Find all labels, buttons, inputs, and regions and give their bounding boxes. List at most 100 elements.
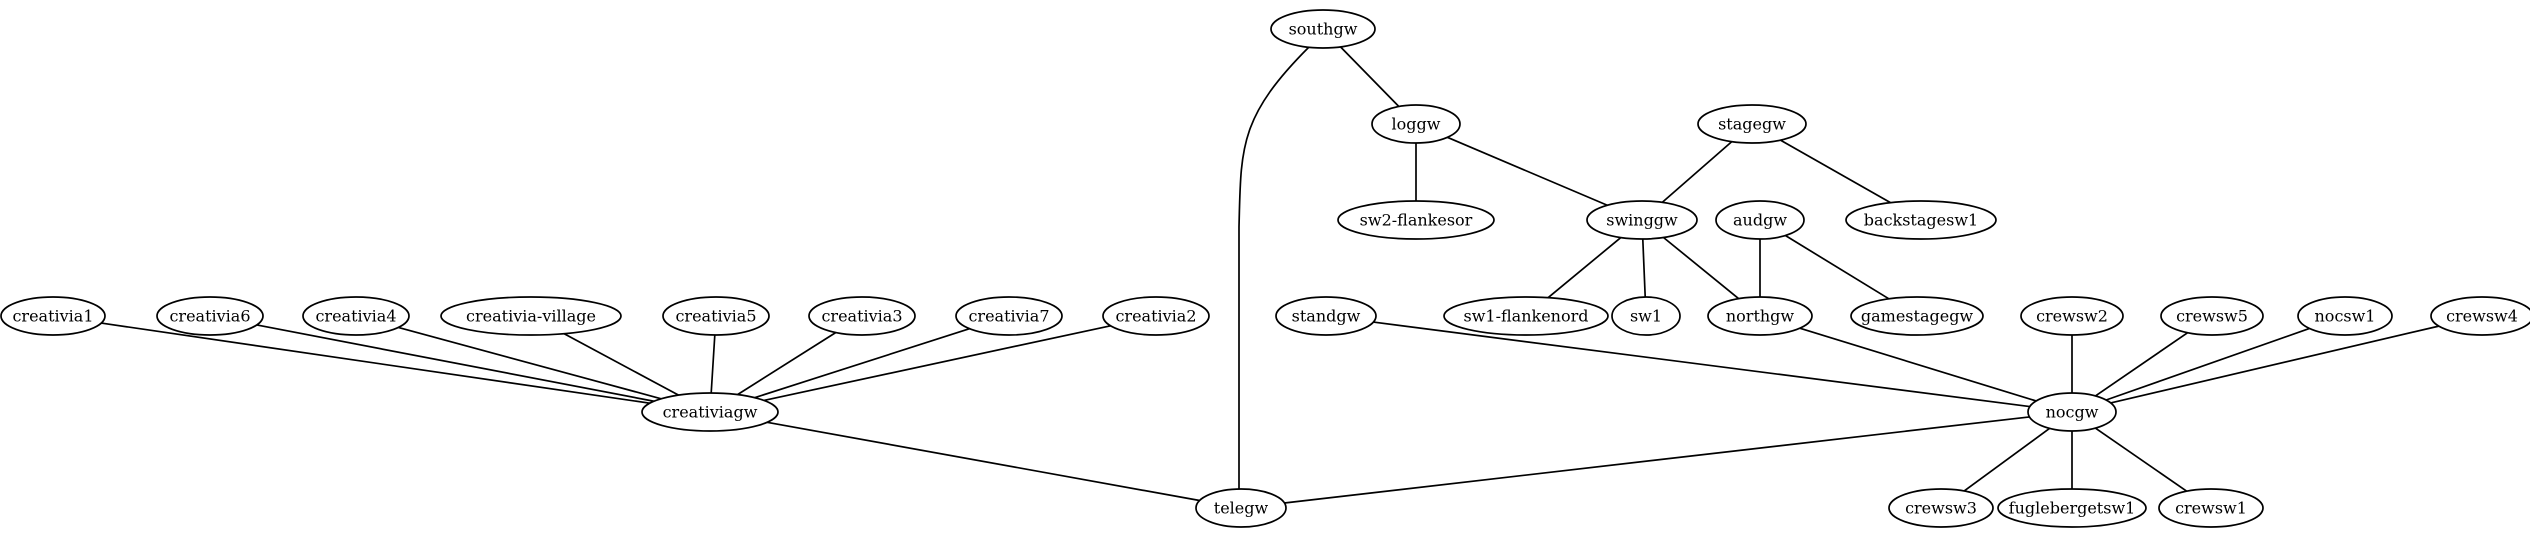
node-label: crewsw3 (1905, 499, 1977, 518)
node-ellipse (2297, 296, 2393, 336)
edge-loggw-swinggw (1447, 136, 1608, 207)
edge-swinggw-sw1 (1641, 238, 1647, 298)
node-swinggw: swinggw (1586, 200, 1698, 240)
node-label: crewsw5 (2176, 307, 2248, 326)
node-ellipse (2430, 296, 2530, 336)
node-ellipse (1697, 104, 1807, 144)
node-label: fuglebergetsw1 (2009, 499, 2136, 518)
node-creativia2: creativia2 (1102, 296, 1210, 336)
edge-nocsw1-nocgw (2105, 327, 2310, 401)
node-label: creativia-village (466, 307, 596, 326)
node-ellipse (641, 392, 779, 432)
node-layer: southgw loggw stagegw sw2-flankesor swinggw a… (0, 9, 2530, 528)
node-creativia4: creativia4 (302, 296, 410, 336)
edge-nocgw-crewsw3 (1963, 427, 2051, 492)
edge-nocgw-crewsw1 (2094, 427, 2188, 492)
node-audgw: audgw (1715, 200, 1805, 240)
node-crewsw1: crewsw1 (2158, 488, 2264, 528)
node-creativia1: creativia1 (0, 296, 106, 336)
node-label: creativia2 (1115, 307, 1196, 326)
node-crewsw3: crewsw3 (1888, 488, 1994, 528)
node-ellipse (1845, 200, 1997, 240)
node-standgw: standgw (1275, 296, 1377, 336)
node-ellipse (2160, 296, 2264, 336)
node-ellipse (808, 296, 916, 336)
node-crewsw5: crewsw5 (2160, 296, 2264, 336)
edge-swinggw-sw1-flankenord (1547, 236, 1622, 299)
node-label: northgw (1726, 307, 1795, 326)
node-northgw: northgw (1707, 296, 1813, 336)
edge-creativia5-creativiagw (710, 334, 716, 394)
node-ellipse (1611, 296, 1681, 336)
node-fuglebergetsw1: fuglebergetsw1 (1997, 488, 2147, 528)
node-ellipse (1997, 488, 2147, 528)
edge-creativia-village-creativiagw (563, 332, 679, 396)
node-label: creativiagw (663, 403, 758, 422)
node-telegw: telegw (1195, 488, 1287, 528)
node-ellipse (1715, 200, 1805, 240)
node-label: creativia1 (12, 307, 93, 326)
edge-nocgw-telegw (1284, 416, 2030, 504)
node-label: stagegw (1718, 115, 1786, 134)
edge-southgw-telegw (1238, 46, 1310, 489)
node-nocgw: nocgw (2027, 392, 2117, 432)
node-ellipse (1270, 9, 1376, 49)
edge-audgw-gamestagegw (1784, 234, 1890, 300)
node-ellipse (1337, 200, 1495, 240)
edge-standgw-nocgw (1373, 321, 2030, 408)
node-nocsw1: nocsw1 (2297, 296, 2393, 336)
edge-creativia7-creativiagw (754, 327, 970, 399)
node-ellipse (1707, 296, 1813, 336)
node-ellipse (2027, 392, 2117, 432)
node-loggw: loggw (1371, 104, 1461, 144)
node-ellipse (1275, 296, 1377, 336)
edge-creativiagw-telegw (766, 421, 1200, 502)
node-label: gamestagegw (1861, 307, 1974, 326)
node-sw2-flankesor: sw2-flankesor (1337, 200, 1495, 240)
node-ellipse (440, 296, 622, 336)
node-ellipse (1443, 296, 1609, 336)
node-stagegw: stagegw (1697, 104, 1807, 144)
edge-creativia4-creativiagw (398, 326, 662, 400)
node-creativia3: creativia3 (808, 296, 916, 336)
node-sw1: sw1 (1611, 296, 1681, 336)
node-creativia-village: creativia-village (440, 296, 622, 336)
node-label: nocgw (2046, 403, 2099, 422)
edge-southgw-loggw (1339, 46, 1400, 108)
edge-creativia1-creativiagw (101, 322, 650, 405)
node-label: standgw (1292, 307, 1361, 326)
node-sw1-flankenord: sw1-flankenord (1443, 296, 1609, 336)
node-ellipse (2020, 296, 2124, 336)
edge-creativia3-creativiagw (737, 331, 837, 396)
node-label: nocsw1 (2315, 307, 2376, 326)
node-southgw: southgw (1270, 9, 1376, 49)
node-label: creativia7 (968, 307, 1049, 326)
edge-layer (101, 46, 2440, 504)
node-gamestagegw: gamestagegw (1850, 296, 1984, 336)
node-label: crewsw1 (2175, 499, 2247, 518)
node-ellipse (1850, 296, 1984, 336)
node-label: loggw (1392, 115, 1441, 134)
node-label: crewsw2 (2036, 307, 2108, 326)
node-label: backstagesw1 (1864, 211, 1978, 230)
node-creativia5: creativia5 (662, 296, 770, 336)
node-ellipse (0, 296, 106, 336)
node-label: sw2-flankesor (1360, 211, 1473, 230)
node-crewsw4: crewsw4 (2430, 296, 2530, 336)
edge-swinggw-northgw (1662, 236, 1740, 300)
node-ellipse (662, 296, 770, 336)
node-label: crewsw4 (2446, 307, 2518, 326)
node-ellipse (302, 296, 410, 336)
node-ellipse (955, 296, 1063, 336)
node-ellipse (1102, 296, 1210, 336)
node-ellipse (1586, 200, 1698, 240)
node-label: southgw (1289, 20, 1358, 39)
node-ellipse (2158, 488, 2264, 528)
node-creativia6: creativia6 (156, 296, 264, 336)
node-ellipse (156, 296, 264, 336)
edge-stagegw-backstagesw1 (1780, 139, 1891, 204)
node-label: swinggw (1606, 211, 1678, 230)
node-label: audgw (1733, 211, 1787, 230)
edge-northgw-nocgw (1799, 327, 2037, 402)
